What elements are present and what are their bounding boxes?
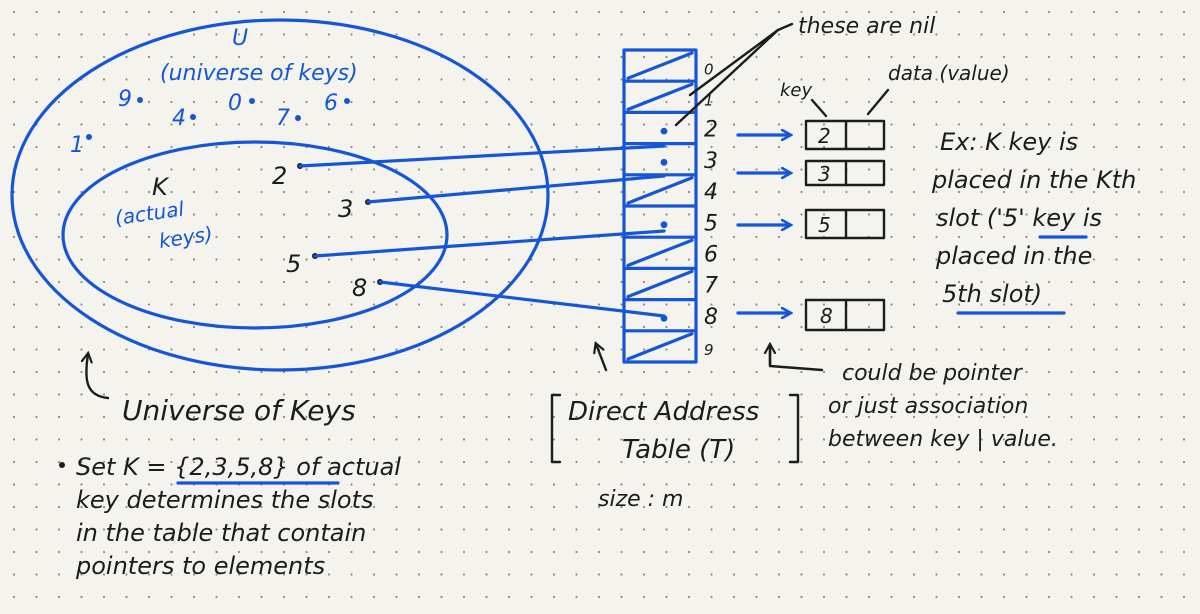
key-to-slot-lines: [298, 144, 666, 318]
actual-set-label-1: (actual: [113, 196, 185, 229]
record-box: 8: [804, 298, 886, 332]
nil-slash: [626, 332, 694, 361]
slot-indices: 0 1 2 3 4 5 6 7 8 9: [704, 60, 718, 359]
record-box: 2: [804, 119, 886, 151]
slot-pointer-dot: [660, 158, 668, 166]
pointer-line-3: between key | value.: [828, 427, 1058, 452]
universe-label: (universe of keys): [160, 61, 358, 86]
data-header: data (value): [888, 61, 1010, 85]
slot-index: 5: [704, 211, 718, 236]
universe-caption-arrow: [86, 354, 110, 400]
universe-symbol: U: [232, 26, 248, 51]
record-key: 2: [818, 124, 831, 148]
nil-slash: [626, 176, 694, 205]
record-key: 8: [820, 304, 833, 328]
table-caption-arrow: [596, 344, 608, 372]
record-box: 5: [804, 208, 886, 240]
set-note-line-1: Set K = {2,3,5,8} of actual: [76, 453, 401, 481]
unused-key: 1: [70, 133, 84, 158]
example-line-5: 5th slot): [942, 280, 1042, 308]
slot-index: 1: [704, 92, 714, 110]
set-note: Set K = {2,3,5,8} of actual key determin…: [59, 453, 401, 580]
actual-key: 3: [338, 195, 353, 223]
unused-key: 4: [172, 106, 186, 131]
universe-ellipse: [10, 18, 550, 372]
universe-caption: Universe of Keys: [122, 394, 356, 427]
table-caption-2: Table (T): [622, 435, 735, 465]
table-caption-1: Direct Address: [568, 397, 759, 427]
nil-slash: [626, 269, 694, 299]
slot-index: 9: [704, 341, 714, 359]
pointer-line-2: or just association: [828, 394, 1028, 419]
slot-index: 2: [704, 118, 718, 143]
actual-key: 5: [286, 250, 301, 278]
nil-note: these are nil: [798, 14, 935, 39]
slot-index: 4: [704, 180, 718, 205]
example-line-3: slot ('5' key is: [936, 204, 1102, 232]
set-note-line-3: in the table that contain: [76, 519, 366, 547]
slot-index: 7: [704, 274, 718, 299]
unused-key: 7: [276, 106, 290, 131]
set-note-line-2: key determines the slots: [76, 486, 373, 514]
key-header: key: [780, 80, 812, 101]
nil-arrow: [674, 28, 780, 127]
unused-key: 0: [228, 91, 242, 116]
pointer-note: could be pointer or just association bet…: [828, 361, 1058, 452]
actual-key: 8: [352, 274, 367, 302]
nil-slash: [626, 51, 694, 80]
caption-right-bracket: [788, 393, 800, 464]
slot-pointer-dot: [660, 127, 668, 135]
table-size: size : m: [598, 487, 684, 512]
caption-left-bracket: [550, 393, 562, 464]
slot-index: 8: [704, 305, 718, 330]
example-line-2: placed in the Kth: [931, 166, 1136, 194]
actual-set-label-2: keys): [157, 222, 214, 253]
nil-slash: [626, 82, 694, 112]
direct-address-table: [622, 48, 698, 364]
record-boxes: 2 3 5 8: [804, 119, 886, 332]
unused-key: 9: [118, 87, 132, 112]
actual-key: 2: [272, 162, 287, 190]
slot-to-record-arrows: [736, 135, 790, 313]
unused-keys: 1 9 4 0 7 6: [70, 87, 350, 158]
actual-keys-ellipse: [61, 140, 449, 330]
record-key: 3: [818, 162, 831, 186]
example-line-4: placed in the: [935, 242, 1092, 270]
slot-pointer-dot: [660, 221, 668, 229]
actual-set-symbol: K: [152, 173, 170, 201]
slot-index: 0: [704, 60, 714, 78]
slot-index: 3: [704, 149, 718, 174]
example-note: Ex: K key is placed in the Kth slot ('5'…: [931, 128, 1136, 315]
unused-key: 6: [324, 91, 338, 116]
pointer-line-1: could be pointer: [842, 361, 1024, 386]
actual-keys: 2 3 5 8: [272, 162, 383, 302]
record-key: 5: [818, 213, 831, 237]
example-line-1: Ex: K key is: [940, 128, 1078, 156]
record-box: 3: [804, 159, 886, 187]
slot-pointer-dot: [660, 314, 668, 322]
slot-index: 6: [704, 243, 718, 268]
nil-slash: [626, 238, 694, 267]
set-note-line-4: pointers to elements: [75, 552, 325, 580]
